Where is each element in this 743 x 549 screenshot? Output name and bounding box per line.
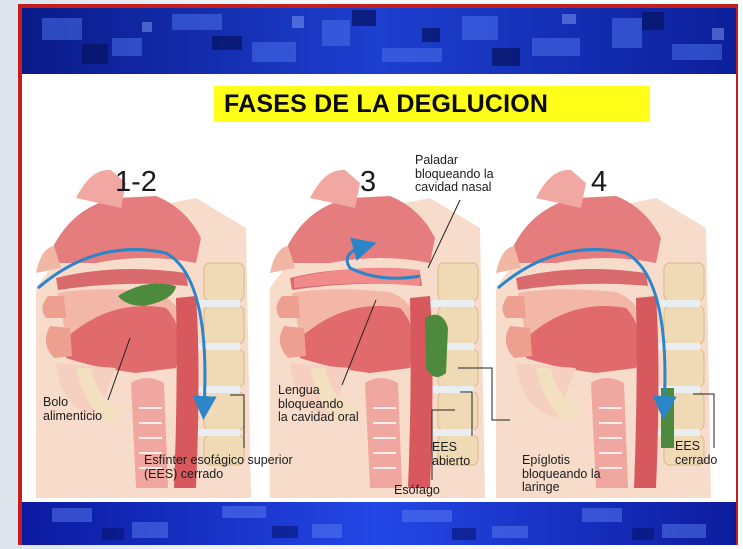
leader-bolo: [107, 337, 131, 401]
label-lengua: Lengua bloqueando la cavidad oral: [278, 383, 359, 424]
label-esofago: Esófago: [394, 483, 440, 497]
bolus-in-mouth: [118, 283, 176, 306]
label-esfinter-ees-cerrado: Esfínter esofágico superior (EES) cerrad…: [144, 453, 293, 481]
phase-number-4: 4: [591, 166, 608, 198]
phase-number-3: 3: [360, 166, 377, 198]
leader-epiglotis: [458, 367, 510, 421]
leader-ees-cerrado: [693, 393, 715, 448]
label-ees-abierto: EES abierto: [432, 440, 471, 468]
panel-phase-1-2: [35, 168, 252, 499]
swallowing-diagram: [35, 168, 715, 499]
panel-phase-4: [495, 168, 712, 499]
food-path-arrow: [37, 248, 217, 420]
leader-esofago: [431, 409, 455, 480]
label-ees-cerrado: EES cerrado: [675, 439, 718, 467]
bottom-decorative-banner: [22, 502, 736, 545]
label-paladar: Paladar bloqueando la cavidad nasal: [415, 153, 494, 194]
panel-phase-3: [269, 168, 486, 499]
leader-ees-abierto: [460, 391, 473, 436]
page-title: FASES DE LA DEGLUCION: [224, 90, 549, 118]
leader-paladar: [427, 199, 461, 269]
food-path-arrow-4: [497, 248, 677, 420]
phase-number-1-2: 1-2: [115, 166, 157, 198]
palate-block: [294, 267, 420, 288]
title-highlight: [214, 86, 650, 122]
label-epiglotis: Epíglotis bloqueando la laringe: [522, 453, 601, 494]
leader-lengua: [341, 299, 377, 386]
leader-esfinter: [230, 394, 245, 448]
label-bolo-alimenticio: Bolo alimenticio: [43, 395, 103, 423]
nasal-path-arrow: [345, 237, 421, 280]
bolus-in-pharynx: [425, 314, 448, 377]
top-decorative-banner: [22, 8, 736, 74]
bolus-in-esophagus: [661, 388, 674, 448]
